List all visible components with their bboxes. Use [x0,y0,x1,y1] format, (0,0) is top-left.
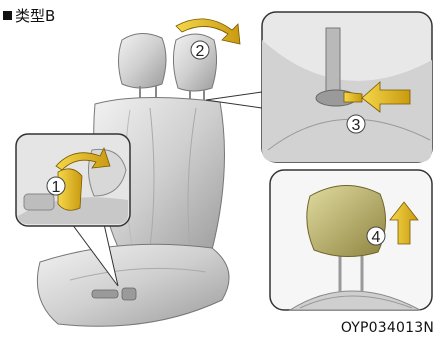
seat-cushion [37,244,229,326]
headrest-left [119,33,167,88]
step-4-number: 4 [372,229,381,246]
figure-code: OYP034013N [341,320,434,336]
step-2-number: 2 [196,43,205,60]
step-3-number: 3 [352,117,361,134]
zoom-panel-release-button: 3 [262,12,432,162]
headrest-up-panel: 4 [270,170,432,310]
step-1-number: 1 [52,179,61,196]
lever-callout-panel: 1 [16,134,130,226]
